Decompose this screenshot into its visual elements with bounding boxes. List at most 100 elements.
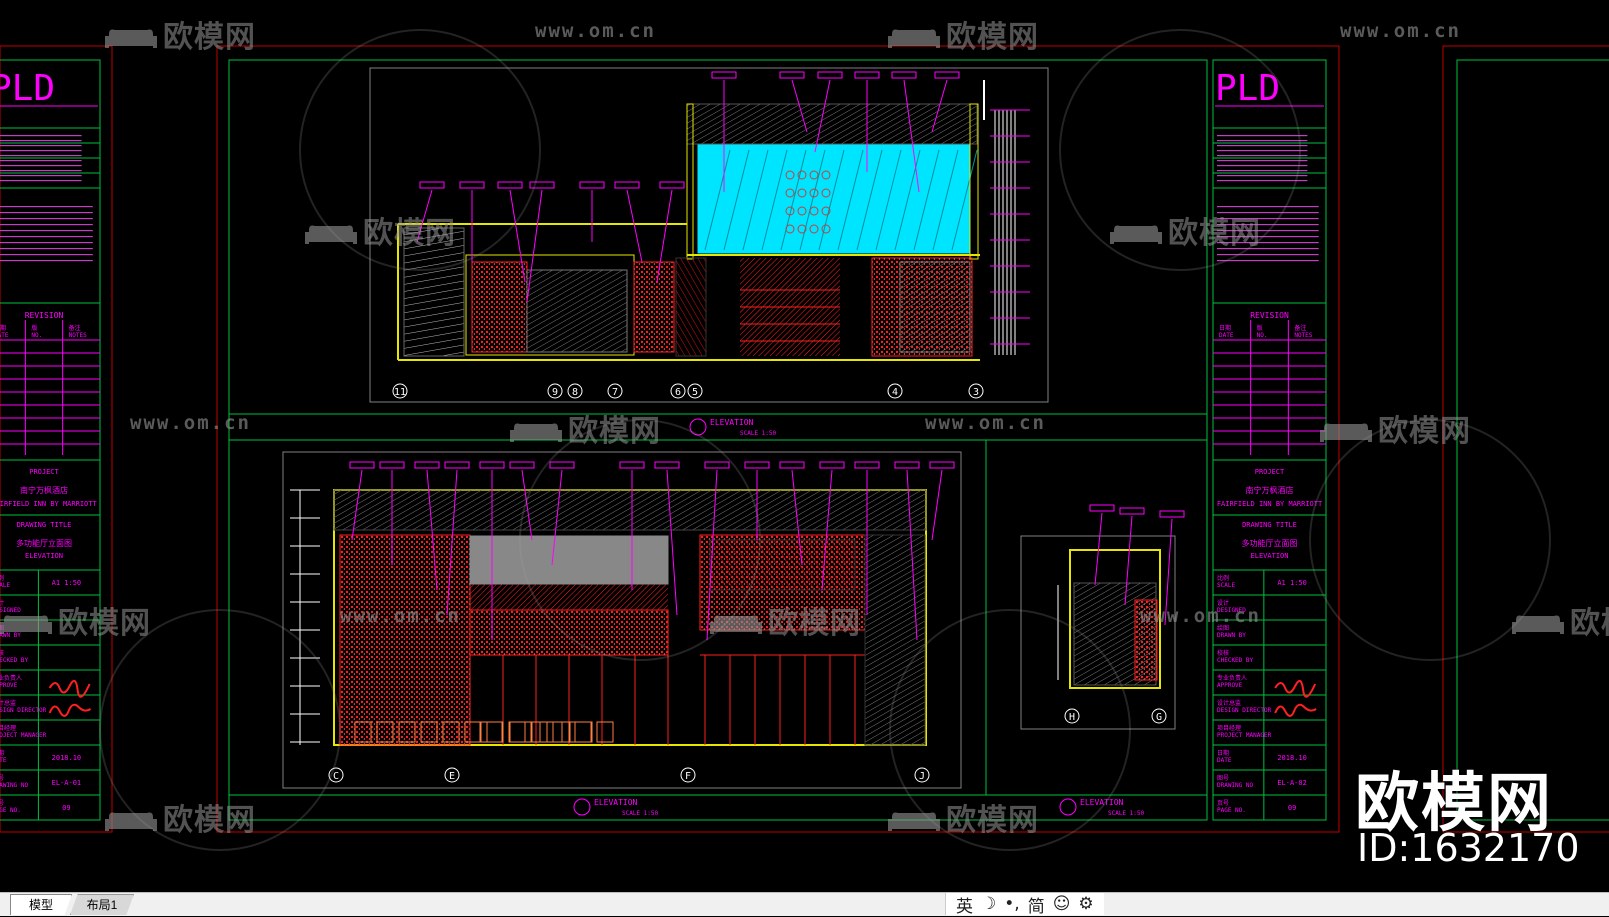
chair xyxy=(569,721,593,743)
watermark-ring xyxy=(889,609,1131,851)
notes-text-line xyxy=(0,218,93,220)
ime-toolbar: 英 ☽ •, 简 ☺ ⚙ xyxy=(945,893,1104,917)
grid-bubble xyxy=(687,383,703,399)
spec-text-line xyxy=(1217,180,1308,182)
drawing-border-right xyxy=(1456,59,1609,821)
chair xyxy=(398,721,416,743)
revision-column: DATE xyxy=(0,332,9,339)
glass-reflection xyxy=(761,149,788,251)
field-label: 页号 xyxy=(1217,800,1229,807)
leader-line xyxy=(656,189,673,283)
red-pattern-panel xyxy=(1134,599,1158,681)
leader-line xyxy=(1124,515,1133,606)
field-label: 日期 xyxy=(0,749,4,757)
notes-text-line xyxy=(1217,260,1319,262)
material-tag xyxy=(891,71,917,79)
field-label: DATE xyxy=(0,757,7,764)
grid-bubble xyxy=(567,383,583,399)
field-label: DESIGNED xyxy=(0,607,21,614)
revision-column: 日期 xyxy=(1219,324,1231,332)
cad-model-space[interactable]: PLDREVISION日期DATE版NO.备注NOTESPROJECT南宁万枫酒… xyxy=(0,0,1609,892)
grid-bubble xyxy=(444,767,460,783)
leader-line xyxy=(1094,512,1103,586)
sheet-frame-left xyxy=(0,45,113,833)
grid-bubble-label: C xyxy=(333,771,339,782)
glass-reflection xyxy=(951,149,978,251)
revision-column: NOTES xyxy=(1294,332,1312,339)
spec-text-line xyxy=(1217,160,1308,162)
material-tag xyxy=(509,461,535,469)
notes-text-line xyxy=(1217,248,1319,250)
elevation-scale: SCALE 1:50 xyxy=(740,430,777,437)
spec-text-line xyxy=(0,160,82,162)
field-label: DESIGNED xyxy=(1217,607,1246,614)
viewport-frame xyxy=(369,67,1049,403)
notes-text-line xyxy=(1217,254,1319,256)
elevation-outline xyxy=(1069,549,1161,689)
watermark-ring xyxy=(299,29,541,271)
tab-model[interactable]: 模型 xyxy=(10,894,72,915)
signature-mark xyxy=(1274,679,1317,698)
chair xyxy=(574,721,592,743)
emoji-icon[interactable]: ☺ xyxy=(1052,894,1071,914)
glass-reflection xyxy=(742,149,769,251)
material-tag xyxy=(444,461,470,469)
spec-text-line xyxy=(1217,155,1308,157)
drawing-title-label: DRAWING TITLE xyxy=(17,521,72,529)
field-label: 比例 xyxy=(0,574,4,582)
chair xyxy=(420,721,438,743)
material-tag xyxy=(1119,507,1145,515)
material-tag xyxy=(744,461,770,469)
chandelier-drop xyxy=(785,206,795,216)
field-label: 绘图 xyxy=(0,624,4,632)
glass-reflection xyxy=(875,149,902,251)
glass-reflection xyxy=(723,149,750,251)
spec-text-line xyxy=(0,175,82,177)
moon-icon[interactable]: ☽ xyxy=(981,894,997,914)
glass-reflection xyxy=(704,149,731,251)
punctuation-icon[interactable]: •, xyxy=(1004,894,1020,914)
grid-bubble xyxy=(914,767,930,783)
gear-icon[interactable]: ⚙ xyxy=(1078,894,1094,914)
simplified-chinese-icon[interactable]: 简 xyxy=(1027,896,1045,917)
grid-bubble-label: 8 xyxy=(572,387,578,398)
chair xyxy=(479,721,503,743)
field-value: EL-A-02 xyxy=(1277,779,1307,787)
field-label: 项目经理 xyxy=(0,724,16,732)
glass-reflection xyxy=(856,149,883,251)
material-tag xyxy=(497,181,523,189)
project-name-cn: 南宁万枫酒店 xyxy=(1246,485,1294,495)
tab-layout1[interactable]: 布局1 xyxy=(70,894,134,915)
revision-column: 备注 xyxy=(1294,324,1306,332)
notes-text-line xyxy=(0,260,93,262)
grid-bubble xyxy=(328,767,344,783)
drawing-title-en: ELEVATION xyxy=(1251,552,1289,560)
language-icon[interactable]: 英 xyxy=(956,896,973,917)
leader-line xyxy=(791,469,803,566)
leader-line xyxy=(446,469,458,616)
material-tag xyxy=(414,461,440,469)
field-label: DRAWN BY xyxy=(0,632,21,639)
revision-label: REVISION xyxy=(1250,311,1289,320)
leader-line xyxy=(906,469,918,641)
leader-line xyxy=(521,469,533,541)
leader-line xyxy=(416,189,433,243)
cad-drawing-svg: PLDREVISION日期DATE版NO.备注NOTESPROJECT南宁万枫酒… xyxy=(0,29,1609,851)
field-value: 2018.10 xyxy=(1277,754,1307,762)
grid-bubble xyxy=(1151,708,1167,724)
watermark-ring xyxy=(1309,419,1551,661)
field-value: 2018.10 xyxy=(52,754,82,762)
notes-text-line xyxy=(0,248,93,250)
notes-text-line xyxy=(1217,212,1319,214)
chandelier-drop xyxy=(785,224,795,234)
leader-line xyxy=(626,189,643,263)
material-tag xyxy=(1159,510,1185,518)
revision-column: 备注 xyxy=(69,324,81,332)
watermark-ring xyxy=(519,419,761,661)
grid-bubble-label: E xyxy=(449,771,455,782)
viewport-frame xyxy=(282,451,962,789)
chair xyxy=(596,721,614,743)
chandelier-drop xyxy=(821,206,831,216)
viewport-frame xyxy=(1020,535,1176,730)
